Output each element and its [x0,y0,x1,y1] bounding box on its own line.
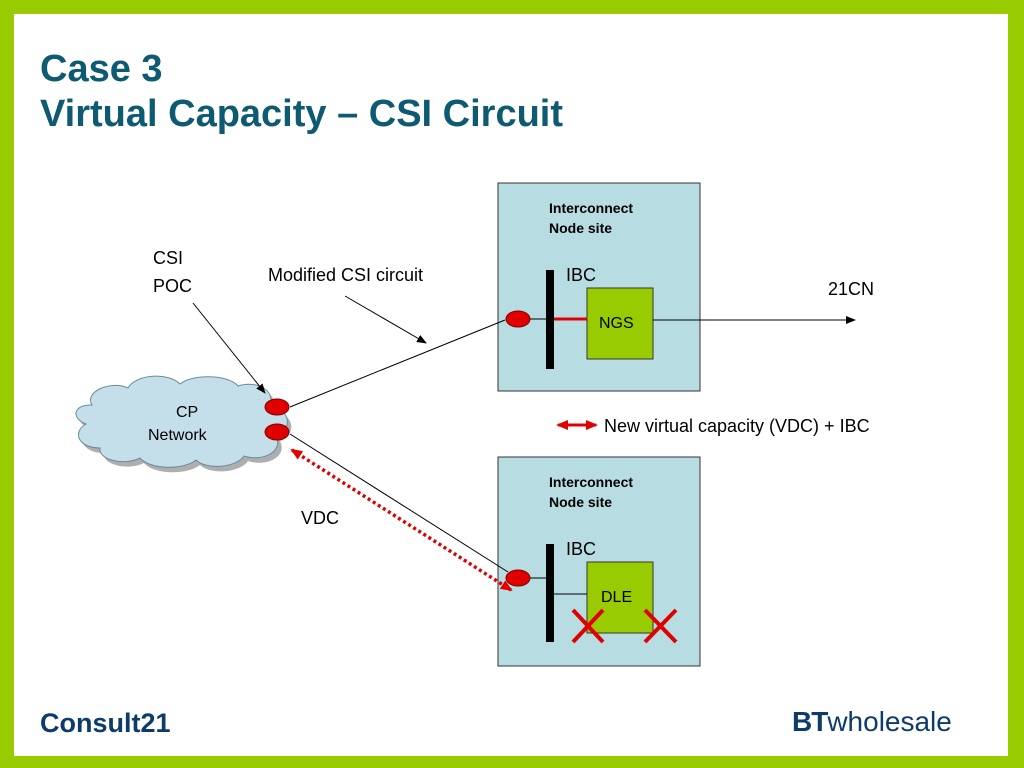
destination-21cn-label: 21CN [828,279,875,299]
site-bottom-label-line2: Node site [549,494,613,510]
dle-node [586,561,654,634]
cp-to-bottom-site-line [289,433,509,573]
site-top-label-line1: Interconnect [549,200,634,216]
vdc-arrow [290,448,513,592]
title-line-2: Virtual Capacity – CSI Circuit [40,93,564,135]
legend-label: New virtual capacity (VDC) + IBC [604,416,870,436]
csi-poc-pointer [192,302,266,394]
ngs-label: NGS [599,315,634,332]
wholesale-logo-text: wholesale [827,706,952,737]
ibc-label-top: IBC [566,265,597,285]
poc-cloud-upper [264,398,290,416]
site-bottom-label-line1: Interconnect [549,474,634,490]
removed-x-icon-right [643,608,678,644]
title-line-1: Case 3 [40,48,163,90]
csi-poc-label-line1: CSI [153,248,184,268]
cloud-label-network: Network [148,427,207,444]
cp-network-cloud [75,375,292,473]
bt-wholesale-logo: BTwholesale [792,706,952,738]
modified-csi-circuit-line [289,319,506,408]
ngs-node [586,287,654,360]
removed-x-icon-left [571,608,605,644]
ibc-bar-bottom [546,544,554,642]
poc-cloud-lower [264,423,290,441]
poc-site-bottom [505,569,531,587]
modified-csi-circuit-label: Modified CSI circuit [268,265,424,285]
ibc-bar-top [546,270,554,369]
consult21-logo: Consult21 [40,708,171,738]
cloud-label-cp: CP [176,404,199,421]
modified-csi-pointer [344,295,427,344]
bt-logo-text: BT [792,706,828,737]
site-top-label-line2: Node site [549,220,613,236]
poc-site-top [505,310,531,328]
dle-label: DLE [601,589,633,606]
csi-poc-label-line2: POC [153,276,193,296]
vdc-label: VDC [301,508,340,528]
ibc-label-bottom: IBC [566,539,597,559]
